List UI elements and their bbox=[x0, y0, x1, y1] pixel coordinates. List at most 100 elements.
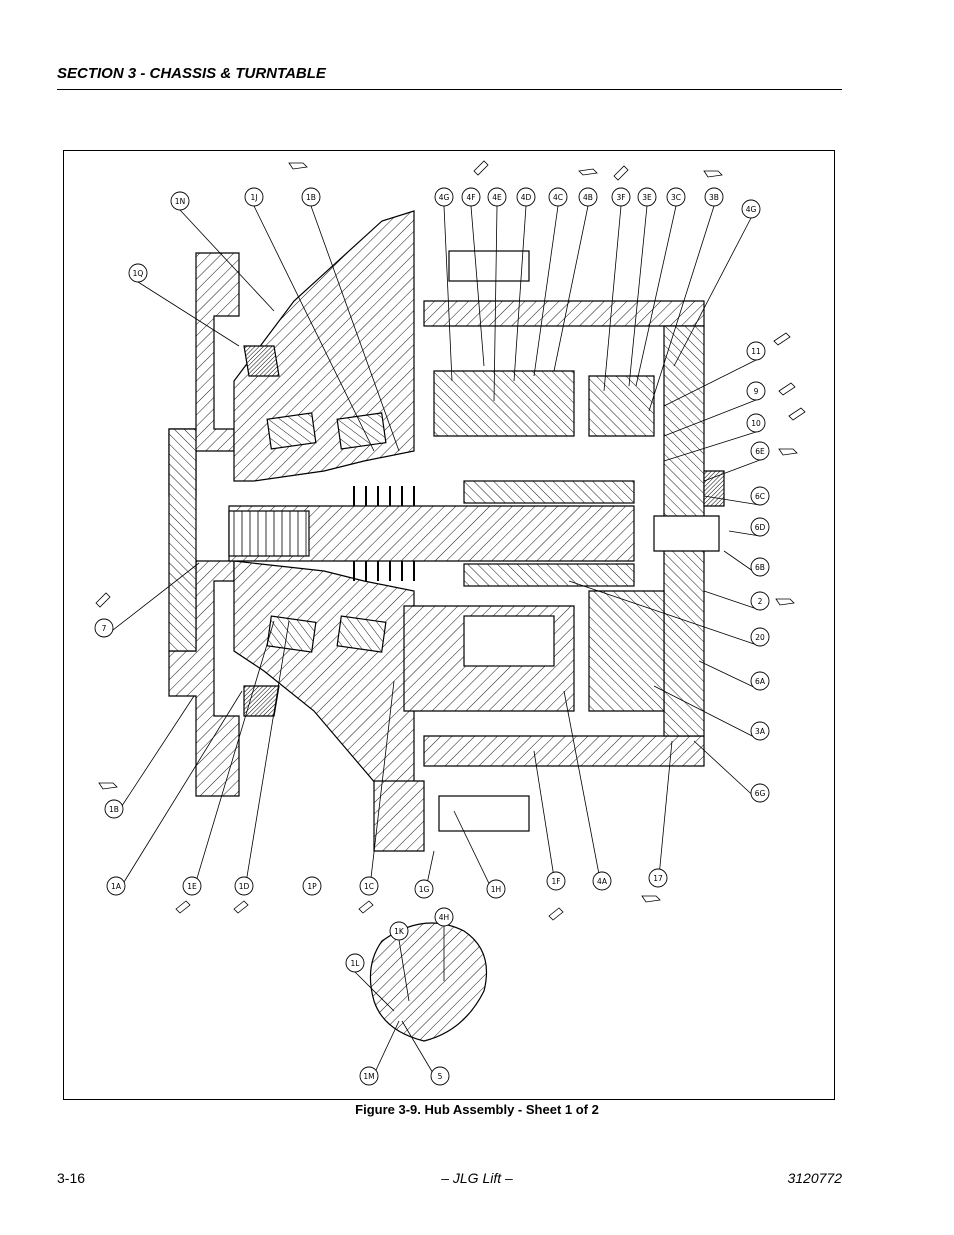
bearing-upper-right bbox=[336, 412, 387, 450]
pointer-glyph bbox=[288, 162, 308, 170]
callout-leader-line bbox=[553, 205, 589, 372]
callout-label: 4C bbox=[553, 193, 563, 202]
callout-label: 1J bbox=[251, 193, 258, 202]
callout-label: 6D bbox=[755, 523, 766, 532]
callout-leader-line bbox=[493, 205, 498, 402]
callout-bubble bbox=[611, 187, 631, 207]
callout-leader-line bbox=[568, 580, 761, 647]
callout-bubble bbox=[548, 187, 568, 207]
callout-leader-line bbox=[728, 530, 761, 537]
callout-label: 1N bbox=[175, 197, 185, 206]
callout-bubble bbox=[461, 187, 481, 207]
callout-label: 6E bbox=[755, 447, 765, 456]
end-cover-plug bbox=[653, 515, 720, 552]
callout-leader-line bbox=[368, 680, 395, 896]
pointer-glyph bbox=[473, 160, 489, 176]
pointer-glyph bbox=[358, 900, 374, 914]
callout-label: 9 bbox=[754, 387, 759, 396]
splined-input bbox=[228, 510, 310, 557]
callout-bubble bbox=[359, 876, 379, 896]
spindle-body-lower bbox=[233, 560, 415, 792]
pointer-glyph bbox=[613, 165, 629, 181]
stud-bolt-lower bbox=[438, 795, 530, 832]
callout-leader-line bbox=[603, 205, 622, 392]
sun-gear-lower bbox=[463, 563, 635, 587]
callout-bubble bbox=[414, 879, 434, 899]
callout-bubble bbox=[741, 199, 761, 219]
pointer-glyph bbox=[778, 448, 798, 456]
callout-leader-line bbox=[563, 690, 603, 891]
callout-bubble bbox=[434, 907, 454, 927]
callout-label: 6G bbox=[755, 789, 766, 798]
callout-bubble bbox=[244, 187, 264, 207]
callout-label: 1L bbox=[351, 959, 361, 968]
header-rule bbox=[57, 89, 842, 90]
callout-label: 5 bbox=[438, 1072, 443, 1081]
callout-leader-line bbox=[663, 359, 757, 407]
pointer-glyph bbox=[778, 382, 796, 396]
callout-leader-line bbox=[470, 205, 485, 367]
document-number: 3120772 bbox=[787, 1170, 842, 1186]
callout-label: 4H bbox=[439, 913, 449, 922]
callout-bubble bbox=[648, 868, 668, 888]
hub-mount-tab bbox=[373, 780, 425, 852]
callout-bubble bbox=[389, 921, 409, 941]
hub-housing-bottom bbox=[423, 735, 705, 767]
callout-bubble bbox=[487, 187, 507, 207]
callout-leader-line bbox=[663, 431, 757, 462]
page-number: 3-16 bbox=[57, 1170, 86, 1186]
callout-leader-line bbox=[663, 399, 757, 437]
seal-lower bbox=[243, 685, 280, 717]
callout-leader-line bbox=[191, 620, 275, 896]
callout-bubble bbox=[637, 187, 657, 207]
callout-bubble bbox=[104, 799, 124, 819]
pointer-glyph bbox=[98, 782, 118, 790]
callout-leader-line bbox=[253, 205, 375, 452]
callout-label: 1D bbox=[239, 882, 250, 891]
spring-lower bbox=[353, 561, 415, 581]
callout-label: 1B bbox=[109, 805, 119, 814]
callout-bubble bbox=[182, 876, 202, 896]
callout-bubble bbox=[345, 953, 365, 973]
callout-label: 10 bbox=[751, 419, 761, 428]
callout-leader-line bbox=[698, 660, 761, 691]
callout-leader-line bbox=[703, 459, 761, 482]
spindle-flange-mid bbox=[168, 428, 197, 652]
callout-bubble bbox=[94, 618, 114, 638]
callout-bubble bbox=[578, 187, 598, 207]
callout-leader-line bbox=[354, 971, 395, 1012]
callout-label: 1A bbox=[111, 882, 122, 891]
callout-label: 3F bbox=[616, 193, 625, 202]
callout-label: 11 bbox=[751, 347, 761, 356]
callout-label: 4F bbox=[466, 193, 475, 202]
callout-leader-line bbox=[628, 205, 648, 387]
callout-leader-line bbox=[137, 281, 240, 347]
callout-leader-line bbox=[673, 217, 752, 367]
pointer-glyph bbox=[578, 168, 598, 176]
planet-gear-upper bbox=[433, 370, 575, 437]
callout-leader-line bbox=[653, 685, 761, 741]
callout-leader-line bbox=[533, 750, 557, 891]
callout-label: 1P bbox=[307, 882, 317, 891]
callout-label: 1C bbox=[364, 882, 374, 891]
callout-leader-line bbox=[533, 205, 559, 377]
callout-leader-line bbox=[703, 495, 761, 506]
callout-label: 3E bbox=[642, 193, 652, 202]
callout-label: 1G bbox=[419, 885, 430, 894]
callout-label: 4G bbox=[746, 205, 757, 214]
callout-leader-line bbox=[398, 939, 410, 1002]
callout-leader-line bbox=[115, 690, 243, 896]
callout-label: 1K bbox=[394, 927, 405, 936]
pointer-glyph bbox=[548, 907, 564, 921]
callout-leader-line bbox=[657, 740, 673, 888]
callout-leader-line bbox=[103, 562, 200, 638]
callout-leader-line bbox=[635, 205, 677, 387]
callout-leader-line bbox=[310, 205, 400, 452]
callout-leader-line bbox=[703, 590, 761, 611]
callout-label: 2 bbox=[758, 597, 763, 606]
callout-bubble bbox=[750, 486, 770, 506]
callout-bubble bbox=[750, 441, 770, 461]
carrier-lower-right bbox=[588, 590, 665, 712]
callout-bubble bbox=[170, 191, 190, 211]
